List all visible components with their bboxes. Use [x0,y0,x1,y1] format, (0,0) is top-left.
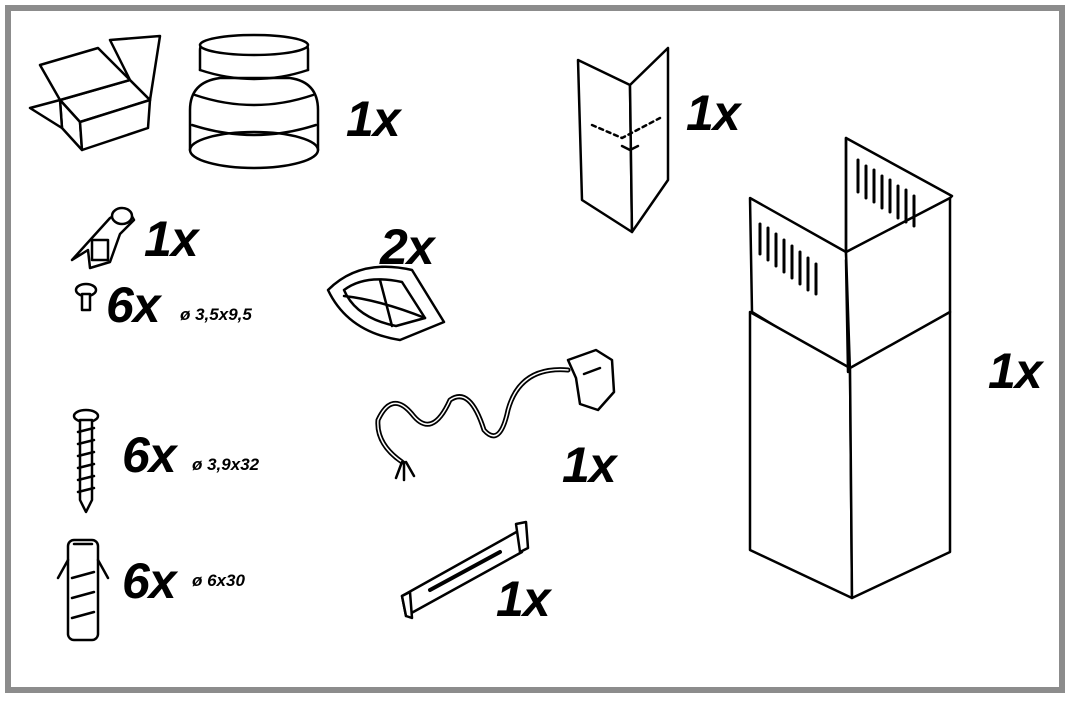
clip-icon [70,206,136,270]
corner-bracket-quantity: 1x [686,85,741,141]
filter-quantity: 2x [380,219,435,275]
small-screw-size: ø 3,5x9,5 [180,305,252,324]
corner-bracket-icon [576,46,670,234]
power-cable-quantity: 1x [562,437,617,493]
wall-plug-quantity: 6x [122,553,177,609]
power-cable-icon [375,348,616,482]
box-icon [28,34,162,152]
wall-plug-size: ø 6x30 [192,571,245,590]
mounting-bracket-quantity: 1x [496,571,551,627]
long-screw-size: ø 3,9x32 [192,455,260,474]
mounting-bracket-icon [400,520,530,620]
small-screw-quantity: 6x [106,277,161,333]
chimney-icon [748,136,954,600]
duct-adapter-icon [188,33,320,170]
filter-icon [326,265,446,342]
chimney-quantity: 1x [988,343,1043,399]
small-screw-icon [74,282,98,312]
long-screw-quantity: 6x [122,427,177,483]
duct-adapter-quantity: 1x [346,91,401,147]
clip-quantity: 1x [144,211,199,267]
long-screw-icon [72,408,100,514]
wall-plug-icon [56,538,110,642]
